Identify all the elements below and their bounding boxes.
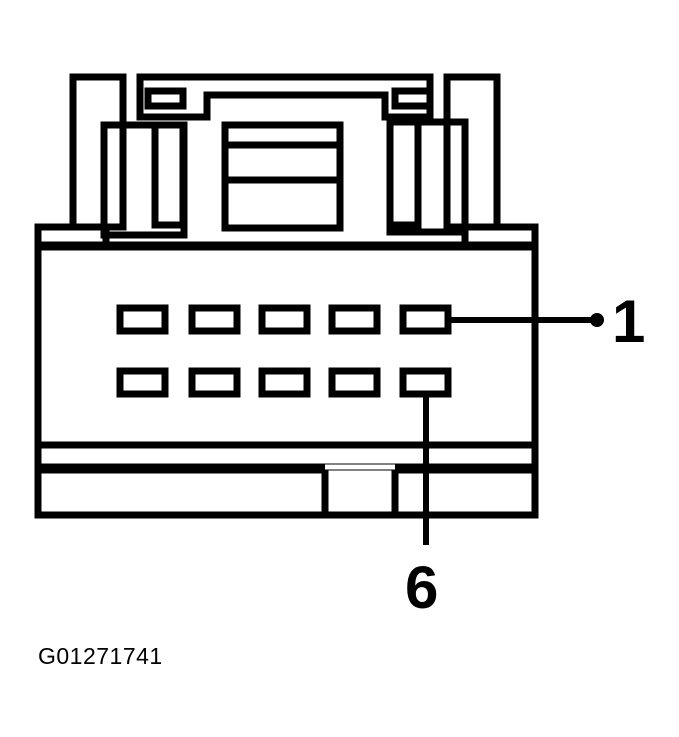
left-inner-latch bbox=[100, 121, 188, 239]
left-latch-slot bbox=[151, 121, 187, 229]
cavity-1-2 bbox=[328, 304, 381, 335]
top-cap-left-tab bbox=[144, 87, 187, 110]
right-latch-slot bbox=[386, 118, 422, 229]
right-inner-latch bbox=[386, 118, 469, 236]
connector-body bbox=[34, 241, 539, 519]
left-outer-latch bbox=[69, 73, 127, 231]
cavity-2-8 bbox=[258, 367, 311, 398]
cavity-2-7 bbox=[328, 367, 381, 398]
center-block-bottom bbox=[221, 176, 344, 232]
cavity-1-5 bbox=[116, 304, 169, 335]
cavity-1-4 bbox=[188, 304, 241, 335]
figure-id: G01271741 bbox=[38, 643, 163, 669]
center-block-mid bbox=[221, 141, 344, 184]
callout-label-pin-1: 1 bbox=[612, 288, 646, 355]
cavity-2-10 bbox=[116, 367, 169, 398]
cavity-2-6 bbox=[399, 367, 452, 398]
cavity-1-3 bbox=[258, 304, 311, 335]
callout-label-pin-6: 6 bbox=[405, 554, 439, 621]
right-outer-latch bbox=[443, 73, 501, 231]
bottom-key bbox=[321, 467, 399, 515]
cavity-1-1 bbox=[399, 304, 452, 335]
cavity-2-9 bbox=[188, 367, 241, 398]
top-cap-right-tab bbox=[391, 87, 434, 110]
